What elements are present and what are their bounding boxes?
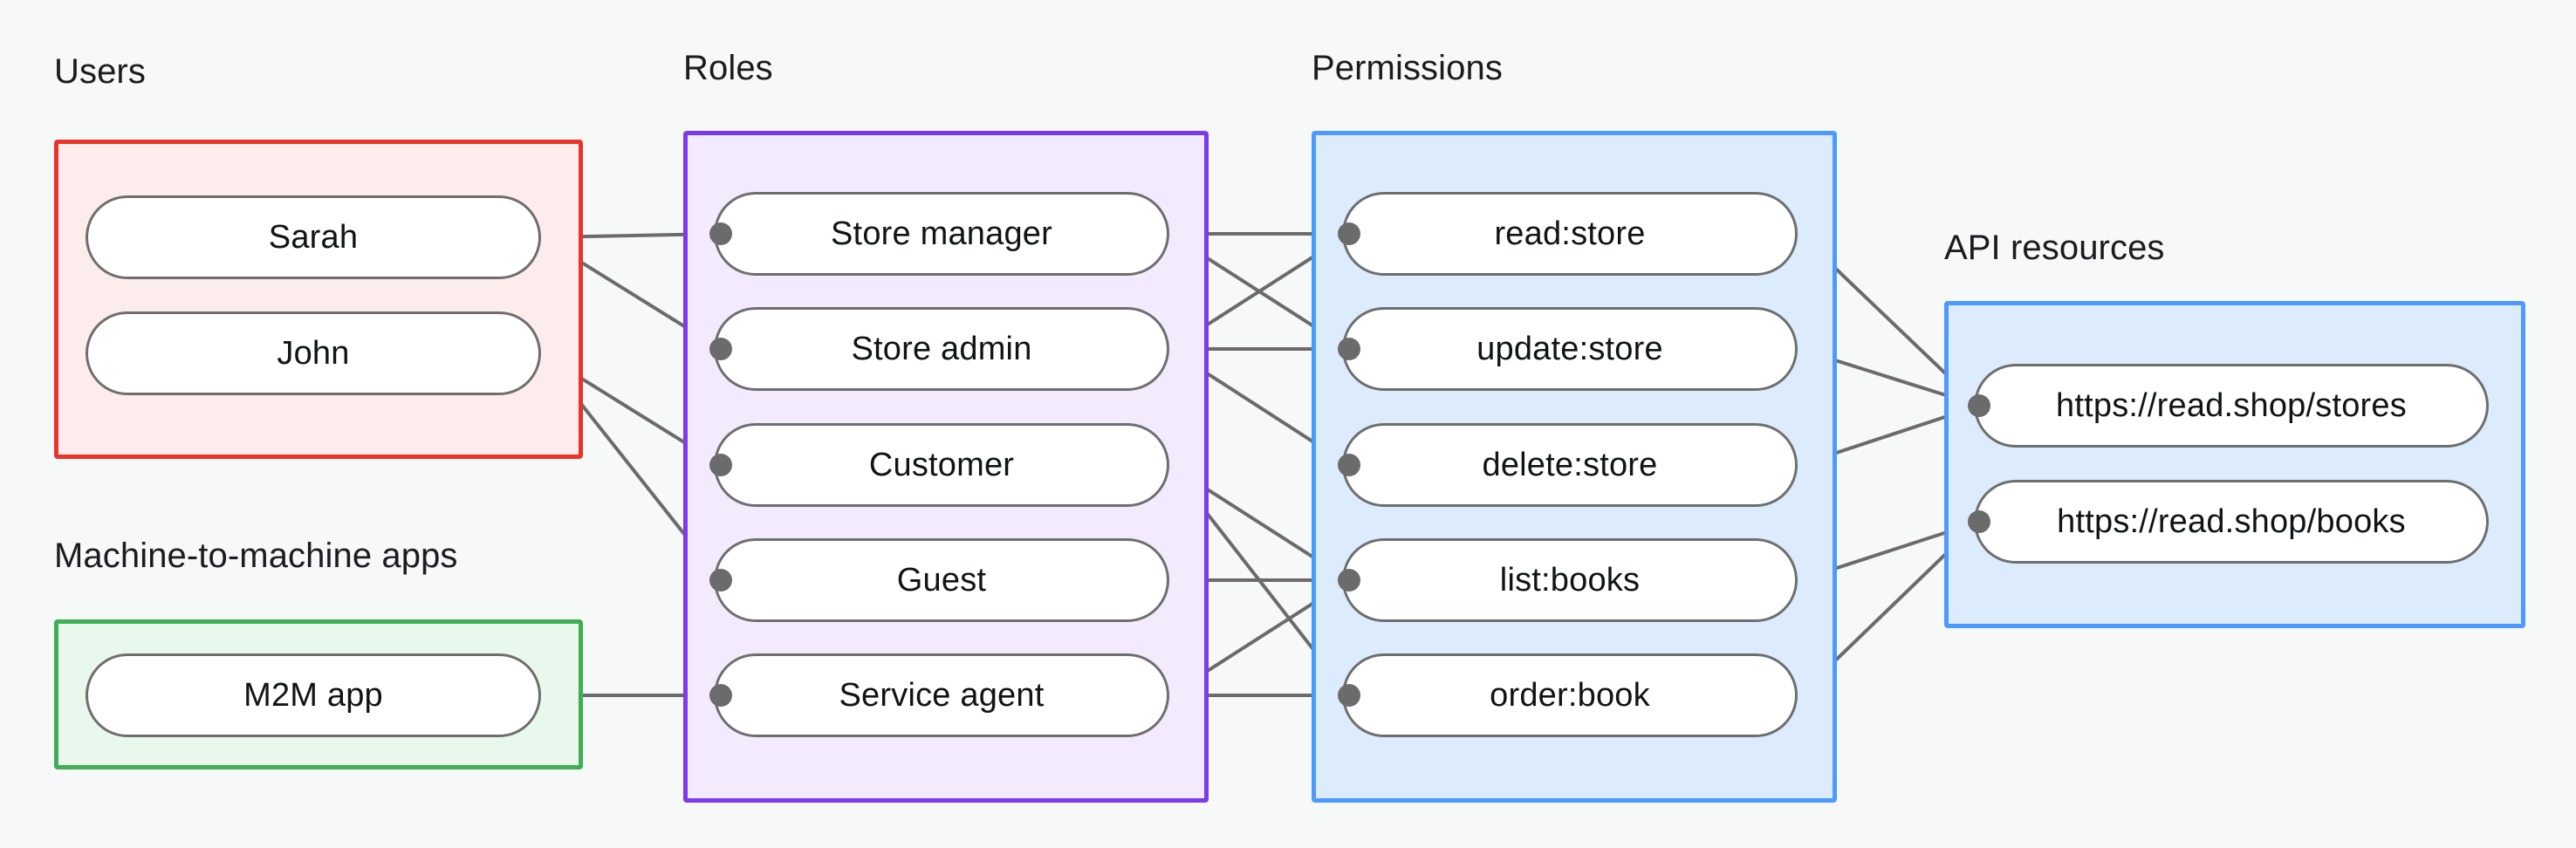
node-service-agent[interactable]: Service agent [714,653,1169,737]
connector-dot-books-url [1968,510,1990,533]
connector-dot-store-manager [709,222,732,245]
connector-dot-service-agent [709,684,732,707]
node-sarah[interactable]: Sarah [86,195,541,279]
connector-dot-list-books [1338,569,1360,592]
group-box-api-resources [1944,301,2525,628]
connector-dot-stores-url [1968,394,1990,417]
connector-dot-delete-store [1338,454,1360,476]
node-books-url[interactable]: https://read.shop/books [1974,480,2489,564]
node-delete-store[interactable]: delete:store [1342,423,1798,507]
node-order-book[interactable]: order:book [1342,653,1798,737]
group-label-roles: Roles [683,49,773,87]
node-update-store[interactable]: update:store [1342,307,1798,391]
node-stores-url[interactable]: https://read.shop/stores [1974,364,2489,448]
node-store-manager[interactable]: Store manager [714,192,1169,276]
connector-dot-read-store [1338,222,1360,245]
group-label-permissions: Permissions [1312,49,1503,87]
node-store-admin[interactable]: Store admin [714,307,1169,391]
node-john[interactable]: John [86,311,541,395]
connector-dot-store-admin [709,338,732,360]
connector-dot-order-book [1338,684,1360,707]
node-m2m-app[interactable]: M2M app [86,653,541,737]
connector-dot-update-store [1338,338,1360,360]
node-customer[interactable]: Customer [714,423,1169,507]
group-label-users: Users [54,52,146,91]
group-label-api-resources: API resources [1944,229,2165,267]
connector-dot-guest [709,569,732,592]
node-guest[interactable]: Guest [714,538,1169,622]
connector-dot-customer [709,454,732,476]
node-list-books[interactable]: list:books [1342,538,1798,622]
group-box-users [54,140,583,459]
group-label-m2m: Machine-to-machine apps [54,537,458,575]
